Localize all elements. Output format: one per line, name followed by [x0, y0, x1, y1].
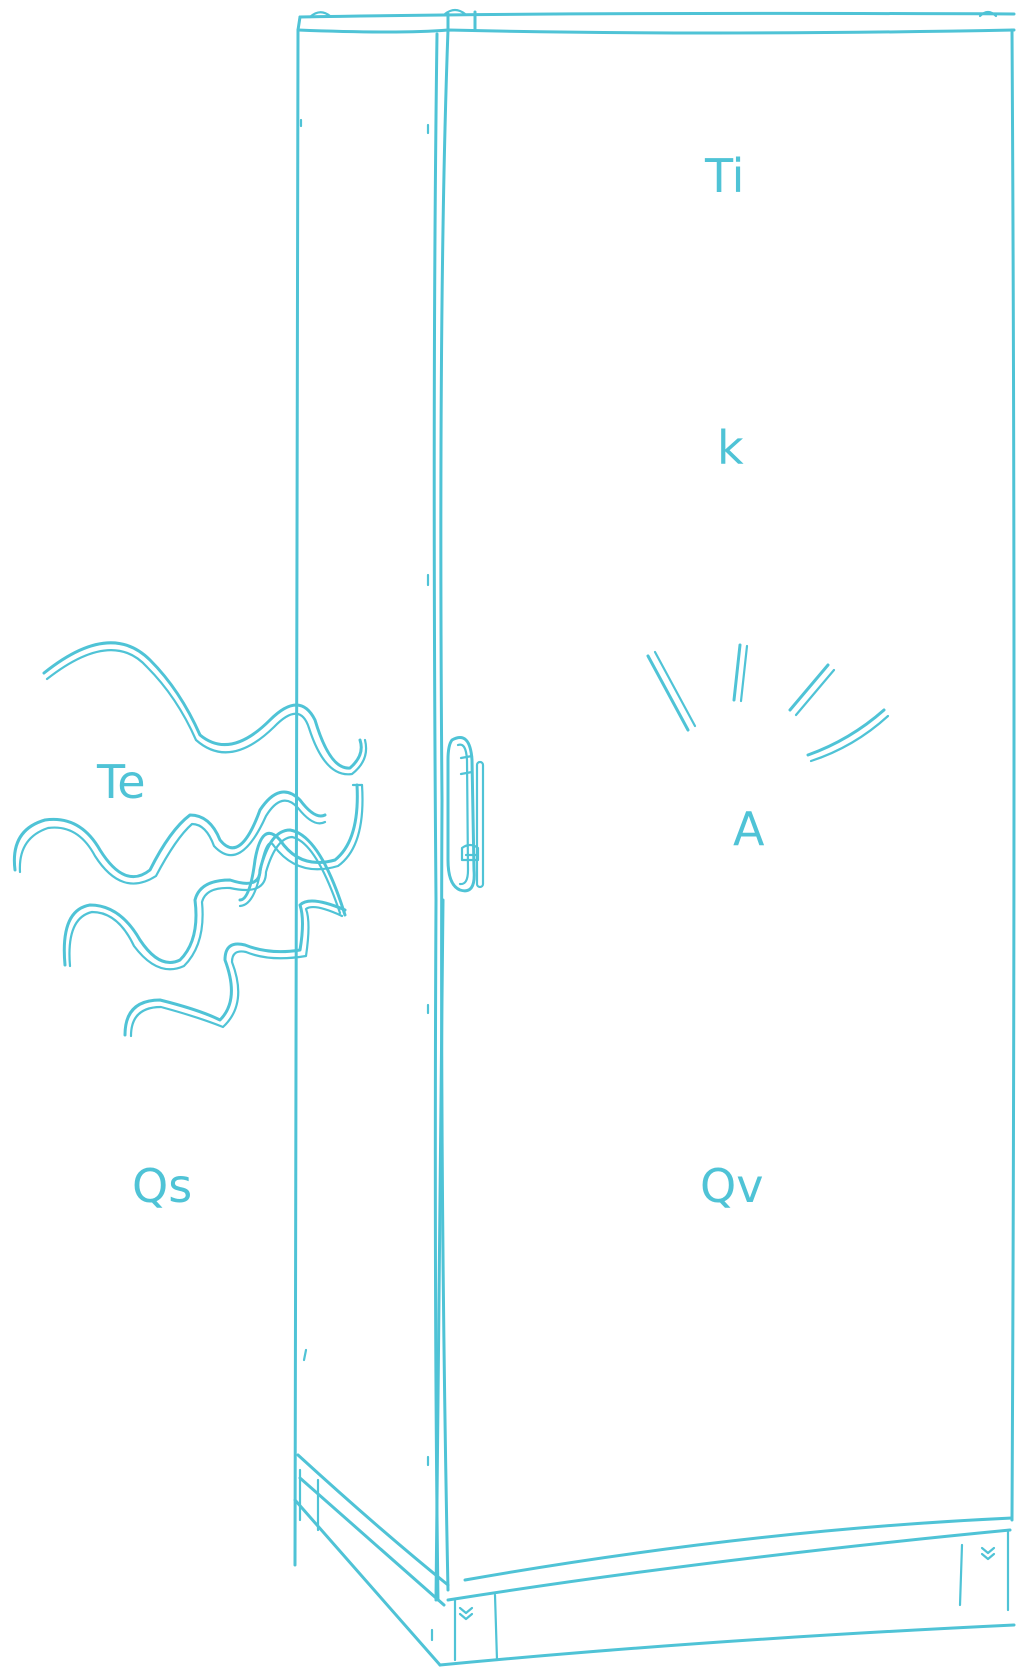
- label-k: k: [717, 421, 744, 475]
- cabinet-icon: [293, 8, 1016, 1667]
- door-handle-icon: [446, 736, 485, 893]
- radiation-rays-icon: [646, 643, 890, 763]
- label-te: Te: [96, 755, 146, 809]
- heat-wave-icon: [12, 641, 368, 1038]
- label-qs: Qs: [132, 1159, 192, 1213]
- label-qv: Qv: [700, 1159, 763, 1213]
- label-a: A: [733, 802, 765, 856]
- label-ti: Ti: [704, 149, 744, 203]
